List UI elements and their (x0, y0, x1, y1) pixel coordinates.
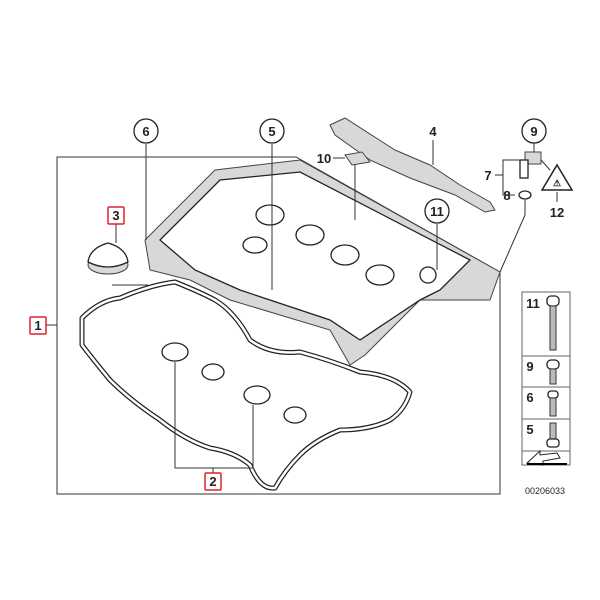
callout-7[interactable]: 7 (484, 168, 491, 183)
leader-10 (333, 157, 356, 220)
bolt-icon-11 (546, 295, 560, 351)
svg-text:6: 6 (142, 124, 149, 139)
callout-12[interactable]: 12 (550, 205, 564, 220)
bolt-icon-5 (546, 422, 560, 448)
bolt-label-5: 5 (526, 422, 533, 437)
callout-9[interactable]: 9 (521, 118, 547, 144)
spark-plug-seals (161, 342, 307, 424)
callout-11[interactable]: 11 (424, 198, 450, 224)
callout-3[interactable]: 3 (107, 206, 125, 225)
camshaft-sensor (519, 151, 542, 179)
cylinder-head-cover (144, 159, 501, 366)
sealing-ring (518, 190, 532, 200)
cover-shield (329, 117, 496, 213)
bolt-panel: 11 9 6 5 (521, 291, 571, 466)
callout-4[interactable]: 4 (429, 124, 437, 139)
part-number: 00206033 (525, 486, 565, 496)
leader-3 (112, 224, 148, 286)
leader-12 (540, 159, 558, 202)
callout-5[interactable]: 5 (259, 118, 285, 144)
oil-filler-cap (87, 242, 129, 275)
svg-text:9: 9 (530, 124, 537, 139)
svg-text:2: 2 (209, 474, 216, 489)
svg-text:3: 3 (112, 208, 119, 223)
svg-text:5: 5 (268, 124, 275, 139)
callout-2[interactable]: 2 (204, 472, 222, 491)
callout-6[interactable]: 6 (133, 118, 159, 144)
bolt-label-6: 6 (526, 390, 533, 405)
svg-text:11: 11 (430, 204, 444, 219)
svg-text:⚠: ⚠ (553, 178, 561, 188)
callout-10[interactable]: 10 (317, 151, 331, 166)
assembly-frame (56, 156, 501, 495)
clip-part-10 (344, 151, 371, 166)
bolt-label-11: 11 (526, 296, 540, 311)
leader-7-8-9 (495, 143, 535, 273)
svg-text:1: 1 (34, 318, 41, 333)
bolt-label-9: 9 (526, 359, 533, 374)
bolt-icon-9 (546, 359, 560, 385)
bolt-icon-6 (547, 390, 559, 417)
arrow-icon (525, 449, 567, 466)
warning-label-icon: ⚠ (540, 163, 574, 191)
callout-1[interactable]: 1 (29, 316, 47, 335)
callout-8[interactable]: 8 (503, 188, 510, 203)
